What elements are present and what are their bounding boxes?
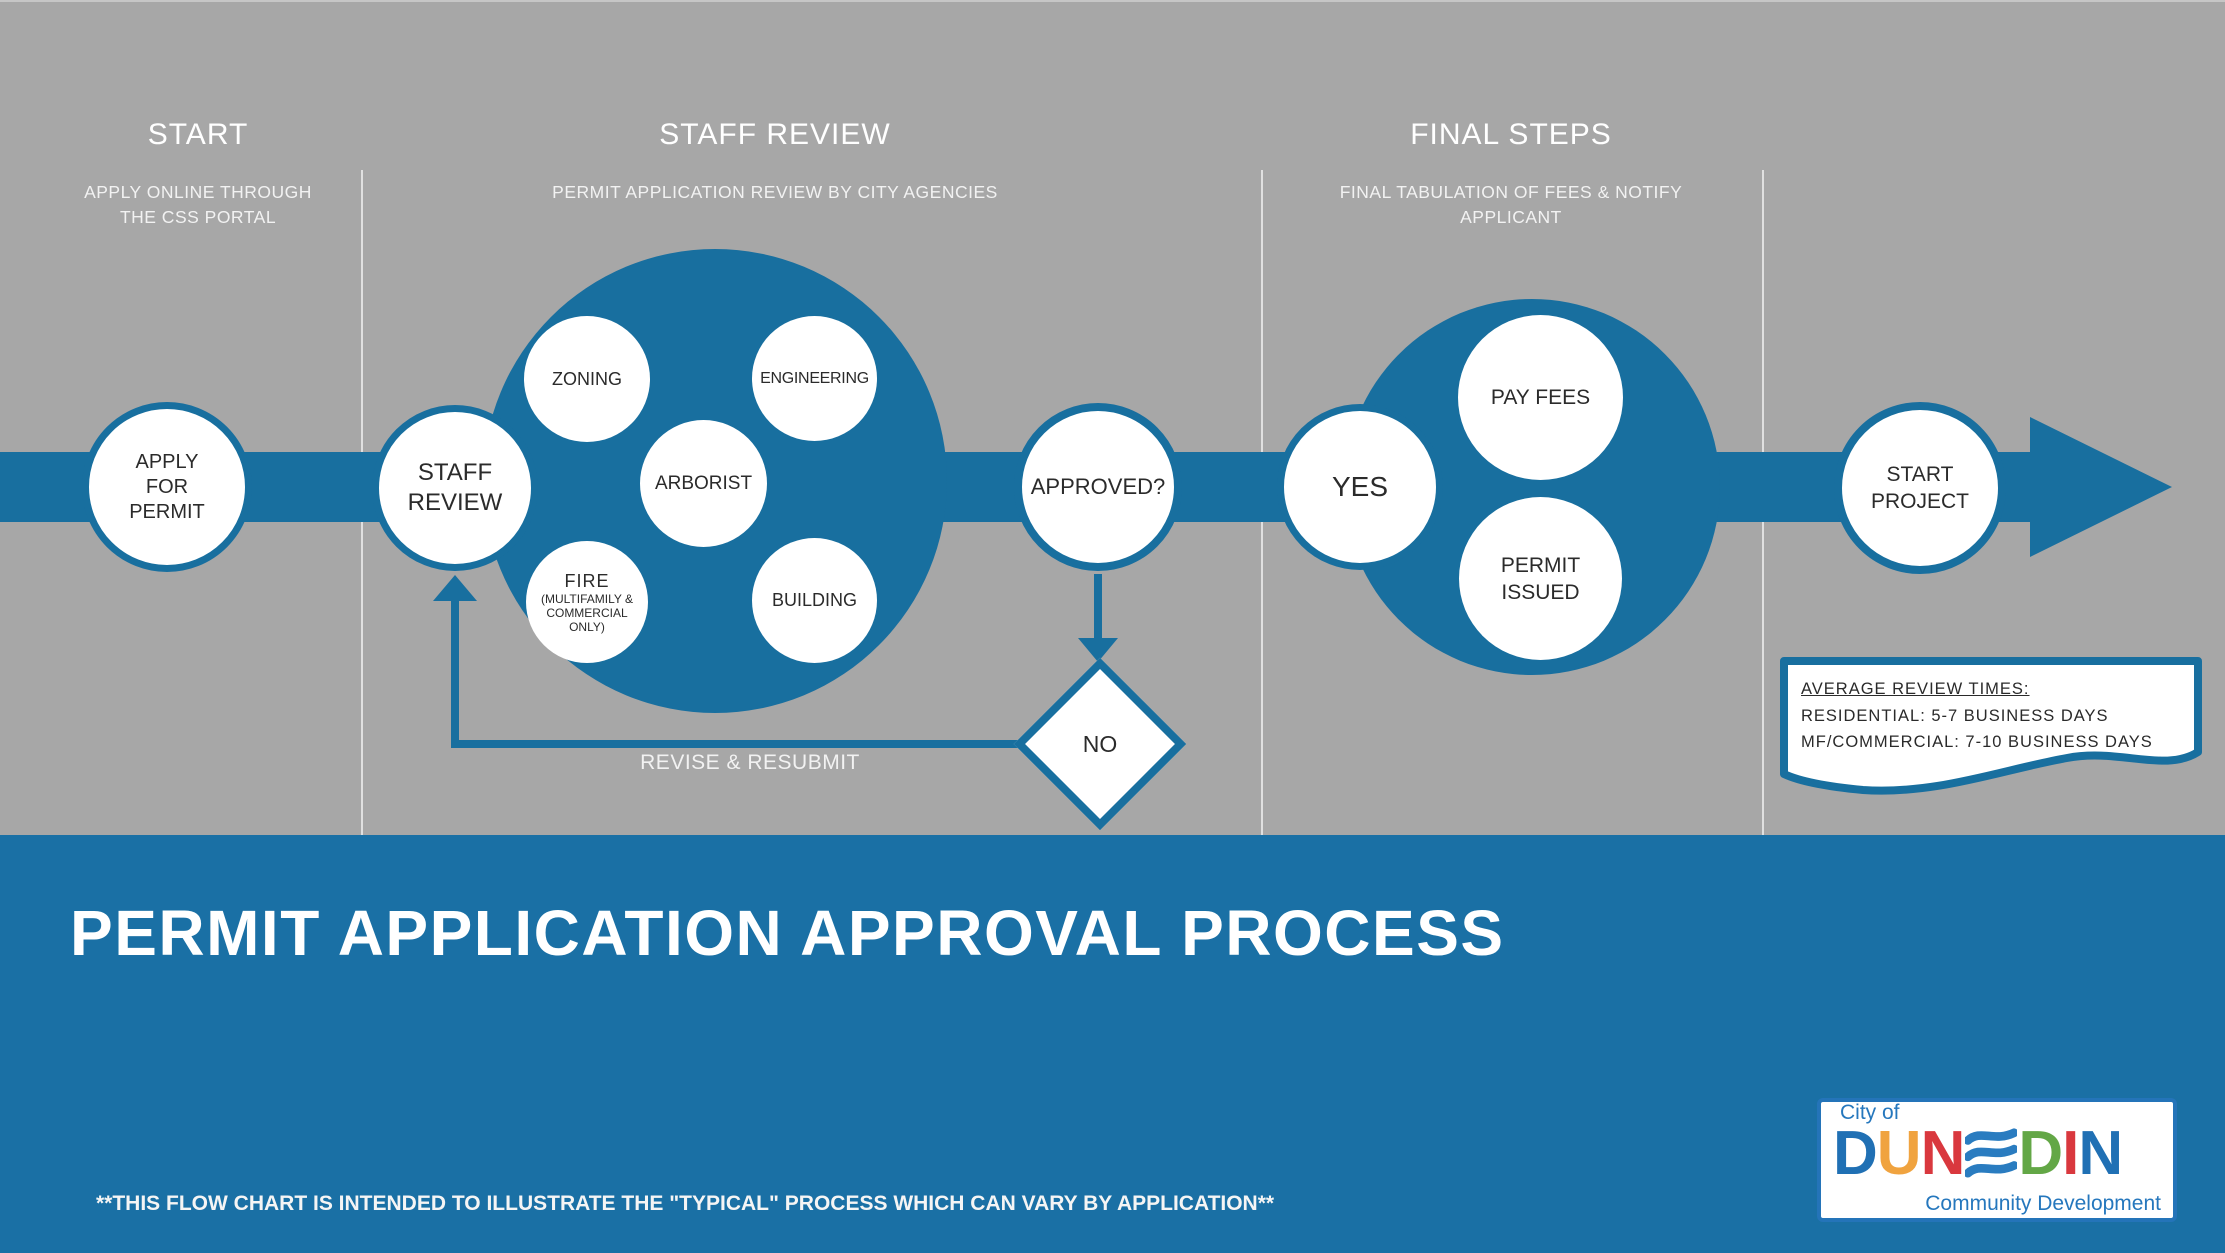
logo-letter: N (1920, 1118, 1966, 1188)
top-hairline (0, 0, 2225, 2)
header-final-steps: FINAL STEPS (1410, 118, 1612, 151)
node-fire: FIRE (MULTIFAMILY & COMMERCIAL ONLY) (526, 541, 648, 663)
return-path-horizontal-line (451, 740, 1021, 748)
node-pay-fees: PAY FEES (1458, 315, 1623, 480)
node-yes: YES (1277, 404, 1443, 570)
note-commercial-line: MF/COMMERCIAL: 7-10 BUSINESS DAYS (1801, 733, 2153, 751)
return-up-arrowhead-icon (433, 575, 477, 601)
header-staff-review: STAFF REVIEW (659, 118, 891, 151)
city-of-dunedin-logo (1817, 1098, 2177, 1222)
subtitle-final-steps: FINAL TABULATION OF FEES & NOTIFY APPLIC… (1339, 182, 1683, 227)
node-start-project: START PROJECT (1834, 402, 2006, 574)
subtitle-staff-review: PERMIT APPLICATION REVIEW BY CITY AGENCI… (552, 182, 998, 202)
note-title: AVERAGE REVIEW TIMES: (1801, 680, 2030, 698)
approved-no-connector-line (1094, 574, 1102, 640)
note-residential-line: RESIDENTIAL: 5-7 BUSINESS DAYS (1801, 707, 2109, 725)
logo-letter: D (1833, 1118, 1878, 1188)
logo-letter: N (2078, 1118, 2123, 1188)
logo-tagline: Community Development (1925, 1192, 2161, 1215)
no-label: NO (1082, 730, 1118, 757)
flow-arrowhead-icon (2030, 417, 2172, 557)
logo-city-of-text: City of (1840, 1101, 1900, 1124)
node-arborist: ARBORIST (640, 420, 767, 547)
logo-dunedin-wordmark: D U N D I N (1833, 1118, 2163, 1188)
wave-e-icon (1965, 1128, 2018, 1178)
node-staff-review: STAFF REVIEW (372, 405, 538, 571)
node-permit-issued: PERMIT ISSUED (1459, 497, 1622, 660)
return-path-vertical-line (451, 599, 459, 748)
fire-label: FIRE (564, 570, 610, 591)
logo-letter: D (2018, 1118, 2063, 1188)
disclaimer-footnote: **THIS FLOW CHART IS INTENDED TO ILLUSTR… (96, 1192, 1275, 1215)
revise-resubmit-label: REVISE & RESUBMIT (640, 751, 860, 774)
node-approved-decision: APPROVED? (1014, 403, 1182, 571)
logo-letter: U (1876, 1118, 1922, 1188)
header-start: START (147, 118, 249, 151)
node-engineering: ENGINEERING (752, 316, 877, 441)
page-title: PERMIT APPLICATION APPROVAL PROCESS (70, 897, 1505, 969)
node-building: BUILDING (752, 538, 877, 663)
fire-sublabel: (MULTIFAMILY & COMMERCIAL ONLY) (540, 591, 633, 634)
subtitle-start: APPLY ONLINE THROUGH THE CSS PORTAL (84, 182, 312, 227)
node-zoning: ZONING (524, 316, 650, 442)
node-apply-for-permit: APPLY FOR PERMIT (82, 402, 252, 572)
logo-letter: I (2062, 1118, 2079, 1188)
review-times-note-box (1780, 657, 2202, 795)
